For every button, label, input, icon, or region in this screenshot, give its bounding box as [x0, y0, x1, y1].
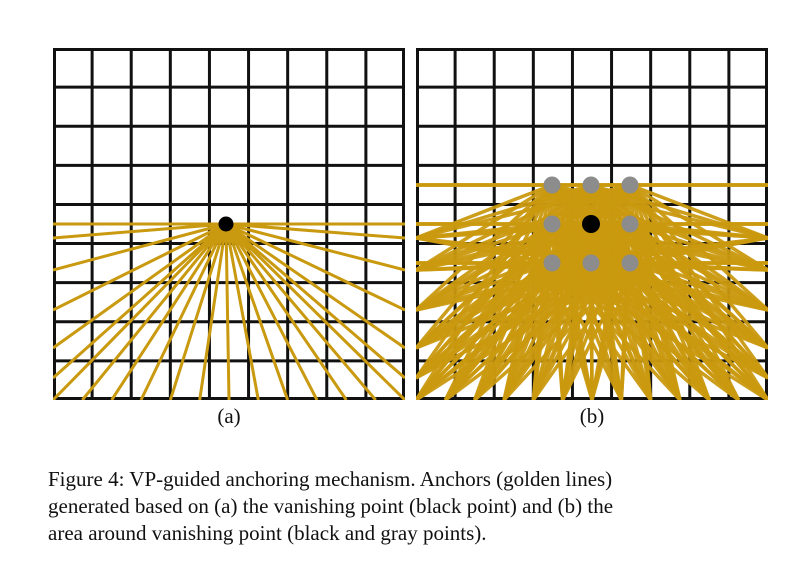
vanishing-point: [582, 215, 600, 233]
anchor-line: [531, 262, 593, 400]
area-point: [621, 254, 639, 272]
figure-caption: Figure 4: VP-guided anchoring mechanism.…: [48, 466, 778, 547]
area-point: [543, 176, 561, 194]
anchor-line: [224, 223, 319, 400]
anchor-line: [168, 223, 228, 400]
anchor-line: [629, 222, 768, 240]
anchor-line: [53, 222, 227, 312]
anchor-line: [628, 262, 682, 400]
anchor-line: [629, 236, 768, 265]
anchor-line: [225, 222, 405, 350]
caption-line-1: Figure 4: VP-guided anchoring mechanism.…: [48, 467, 613, 491]
panel-b-label: (b): [579, 404, 605, 428]
anchor-line: [629, 183, 768, 272]
anchor-line: [198, 223, 228, 400]
anchor-line: [619, 262, 632, 400]
anchor-line: [225, 222, 405, 240]
anchor-lines: [53, 222, 405, 400]
anchor-line: [561, 262, 632, 400]
panel-a-label: (a): [217, 404, 241, 428]
area-point: [621, 215, 639, 233]
anchor-line: [53, 222, 227, 350]
anchor-line: [628, 262, 653, 400]
anchor-line: [531, 262, 554, 400]
anchor-line: [225, 222, 405, 380]
anchor-line: [53, 222, 228, 400]
anchor-line: [225, 222, 405, 312]
panel-b-svg: [416, 48, 768, 400]
area-point: [582, 254, 600, 272]
anchor-line: [53, 222, 227, 272]
anchor-line: [224, 222, 405, 400]
anchor-line: [629, 183, 768, 240]
area-point: [543, 215, 561, 233]
anchor-line: [444, 261, 593, 400]
anchor-line: [110, 223, 228, 400]
anchor-line: [139, 223, 228, 400]
caption-line-2: generated based on (a) the vanishing poi…: [48, 494, 614, 518]
anchor-line: [53, 222, 227, 380]
area-point: [621, 176, 639, 194]
anchor-line: [224, 223, 231, 400]
area-point: [582, 176, 600, 194]
vanishing-point: [218, 216, 234, 232]
anchor-line: [416, 183, 631, 240]
anchor-line: [224, 223, 348, 400]
anchor-line: [502, 261, 632, 400]
area-point: [543, 254, 561, 272]
anchor-line: [629, 261, 768, 312]
anchor-line: [444, 261, 632, 400]
anchor-line: [416, 261, 631, 312]
anchor-line: [443, 261, 554, 400]
anchor-line: [473, 262, 554, 400]
anchor-line: [628, 261, 768, 400]
anchor-line: [416, 261, 631, 350]
anchor-line: [225, 222, 405, 272]
anchor-line: [629, 261, 768, 350]
anchor-line: [81, 223, 228, 400]
anchor-line: [473, 261, 632, 400]
panel-b-figure: [416, 48, 768, 400]
caption-line-3: area around vanishing point (black and g…: [48, 521, 487, 545]
anchor-line: [416, 261, 553, 350]
anchor-line: [531, 261, 632, 400]
panel-a-figure: [53, 48, 405, 400]
anchor-line: [628, 261, 741, 400]
anchor-line: [416, 183, 553, 240]
anchor-line: [416, 261, 592, 380]
anchor-line: [416, 261, 631, 380]
anchor-line: [473, 223, 593, 400]
anchor-line: [224, 223, 260, 400]
anchor-line: [628, 261, 768, 380]
anchor-line: [628, 262, 711, 400]
anchor-line: [53, 222, 227, 240]
anchor-line: [224, 223, 290, 400]
anchor-line: [416, 261, 631, 400]
panel-a-svg: [53, 48, 405, 400]
anchor-line: [416, 183, 553, 272]
anchor-line: [590, 262, 632, 400]
anchor-line: [224, 223, 377, 400]
